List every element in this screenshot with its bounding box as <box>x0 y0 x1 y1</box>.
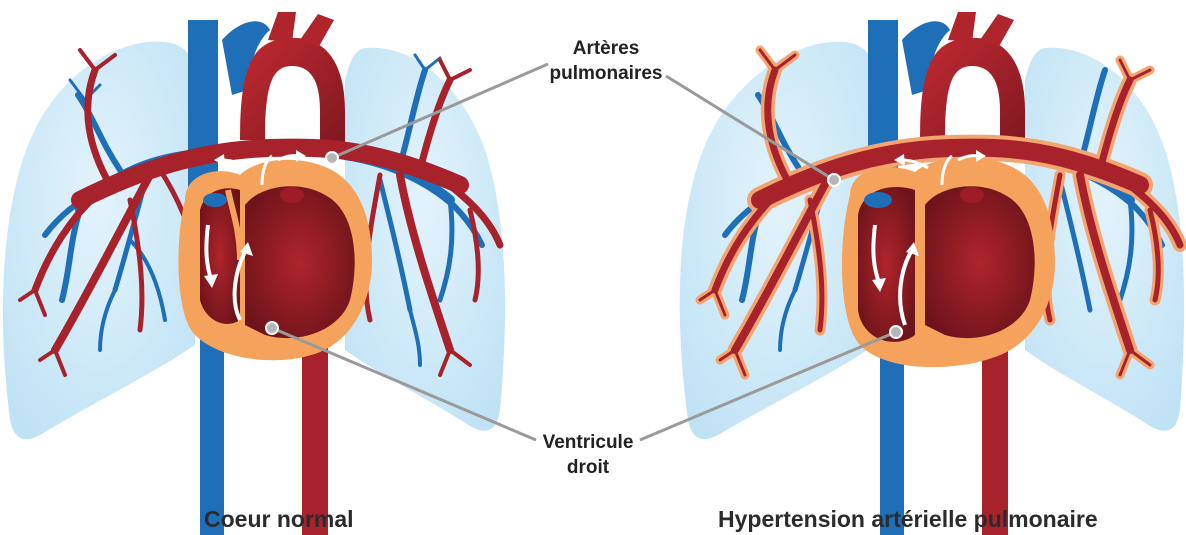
dot-ventricule-left <box>266 322 278 334</box>
label-ventricule-line2: droit <box>538 455 638 480</box>
label-arteres-line1: Artères <box>548 36 664 61</box>
left-lung-right-side <box>3 42 195 440</box>
descending-aorta <box>302 330 328 535</box>
dot-ventricule-right <box>890 326 902 338</box>
caption-normal-heart: Coeur normal <box>204 506 354 533</box>
descending-aorta-2 <box>982 330 1008 535</box>
inferior-vena-cava <box>200 320 224 535</box>
heart-hypertrophied <box>842 150 1055 367</box>
panel-hypertension <box>680 12 1184 535</box>
label-arteres-pulmonaires: Artères pulmonaires <box>548 36 664 86</box>
aorta-branch <box>268 12 296 42</box>
dot-arteres-left <box>326 152 338 164</box>
panel-normal-heart <box>3 12 505 535</box>
aorta <box>240 38 345 150</box>
aorta-branch-3 <box>948 12 976 42</box>
aorta-2 <box>920 38 1025 150</box>
label-ventricule-line1: Ventricule <box>538 430 638 455</box>
label-arteres-line2: pulmonaires <box>548 61 664 86</box>
dot-arteres-right <box>828 174 840 186</box>
label-ventricule-droit: Ventricule droit <box>538 430 638 480</box>
caption-hypertension: Hypertension artérielle pulmonaire <box>718 506 1098 533</box>
